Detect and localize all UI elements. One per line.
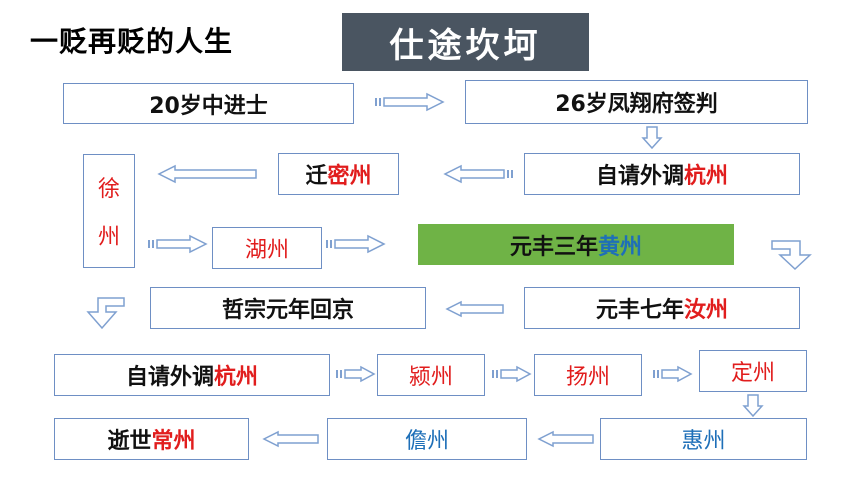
node-place: 颍州: [408, 365, 453, 390]
node-char: 徐: [97, 177, 120, 202]
node-huzhou: 湖州: [212, 227, 322, 269]
node-huangzhou: 元丰三年黄州: [418, 224, 734, 265]
node-ruzhou: 元丰七年汝州: [524, 287, 800, 329]
arrow-down-icon: [742, 394, 764, 418]
node-label: 20岁中进士: [149, 93, 268, 119]
node-jinshi: 20岁中进士: [63, 83, 354, 124]
node-prefix: 逝世: [107, 429, 152, 454]
node-yingzhou: 颍州: [377, 354, 485, 396]
node-huizhou: 惠州: [600, 418, 807, 460]
node-prefix: 元丰三年: [509, 234, 598, 260]
page-title: 一贬再贬的人生: [30, 25, 234, 58]
node-char: 州: [97, 225, 120, 250]
node-changzhou: 逝世常州: [54, 418, 249, 460]
arrow-left-icon: [262, 430, 319, 448]
node-place: 定州: [730, 361, 775, 386]
node-place: 湖州: [244, 238, 289, 263]
arrow-left-icon: [157, 164, 257, 184]
node-place: 黄州: [598, 234, 643, 260]
node-label: 26岁凤翔府签判: [555, 92, 718, 117]
node-place: 汝州: [684, 298, 729, 323]
arrow-right-icon: [492, 365, 532, 383]
node-place: 常州: [151, 429, 196, 454]
node-place: 密州: [327, 164, 372, 189]
node-return-capital: 哲宗元年回京: [150, 287, 426, 329]
node-prefix: 自请外调: [595, 164, 684, 189]
node-place: 扬州: [565, 365, 610, 390]
arrow-right-icon: [375, 92, 445, 112]
node-place: 惠州: [681, 429, 726, 454]
node-hangzhou-first: 自请外调杭州: [524, 153, 800, 195]
node-prefix: 自请外调: [125, 365, 214, 390]
node-dingzhou: 定州: [699, 350, 807, 392]
node-place: 儋州: [404, 429, 449, 454]
arrow-right-icon: [148, 234, 208, 254]
arrow-left-icon: [445, 300, 504, 318]
arrow-down-icon: [641, 126, 663, 150]
arrow-left-icon: [537, 430, 594, 448]
arrow-right-icon: [653, 365, 693, 383]
arrow-right-icon: [336, 365, 376, 383]
node-place: 杭州: [684, 164, 729, 189]
node-yangzhou: 扬州: [534, 354, 642, 396]
title-banner: 仕途坎坷: [342, 13, 589, 71]
node-label: 哲宗元年回京: [221, 298, 354, 323]
node-prefix: 迁: [305, 164, 328, 189]
node-xuzhou: 徐 州: [83, 154, 135, 268]
arrow-turn-down-icon: [771, 240, 812, 271]
node-place: 杭州: [214, 365, 259, 390]
node-fengxiang: 26岁凤翔府签判: [465, 80, 808, 124]
arrow-left-icon: [443, 164, 513, 184]
node-mizhou: 迁密州: [278, 153, 399, 195]
node-hangzhou-second: 自请外调杭州: [54, 354, 330, 396]
arrow-turn-down-icon: [86, 297, 125, 330]
node-danzhou: 儋州: [327, 418, 527, 460]
node-prefix: 元丰七年: [595, 298, 684, 323]
arrow-right-icon: [326, 234, 386, 254]
